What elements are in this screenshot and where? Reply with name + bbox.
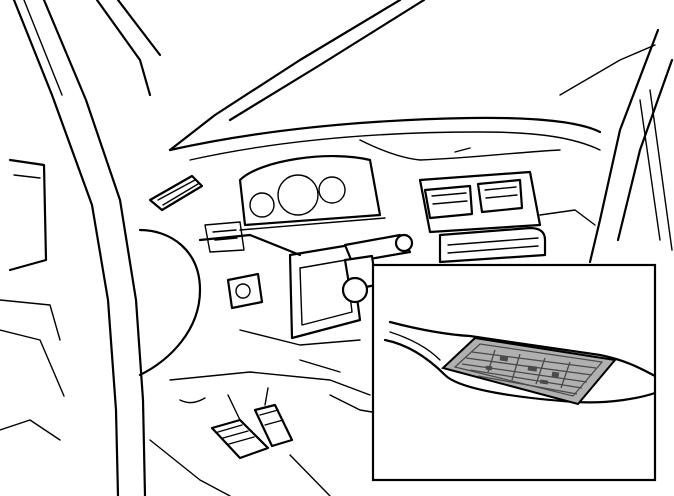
- a-pillar: [12, 0, 147, 496]
- left-top-vent: [148, 174, 204, 212]
- dashboard-top: [168, 116, 602, 161]
- door-edge: [0, 158, 65, 441]
- windshield-frame: [95, 0, 426, 152]
- instrument-cluster: [238, 154, 386, 231]
- detail-inset: [371, 263, 657, 482]
- center-console: [438, 209, 596, 264]
- label-blocks: [485, 355, 560, 385]
- pedals: [179, 387, 331, 496]
- center-vents: [418, 170, 542, 234]
- steering-column-controls: [341, 233, 414, 304]
- inset-dashboard-edge: [383, 320, 657, 404]
- floor-lines: [149, 359, 373, 496]
- lower-dash: [138, 221, 371, 396]
- right-pillar: [559, 28, 674, 264]
- label-sticker: [441, 336, 617, 406]
